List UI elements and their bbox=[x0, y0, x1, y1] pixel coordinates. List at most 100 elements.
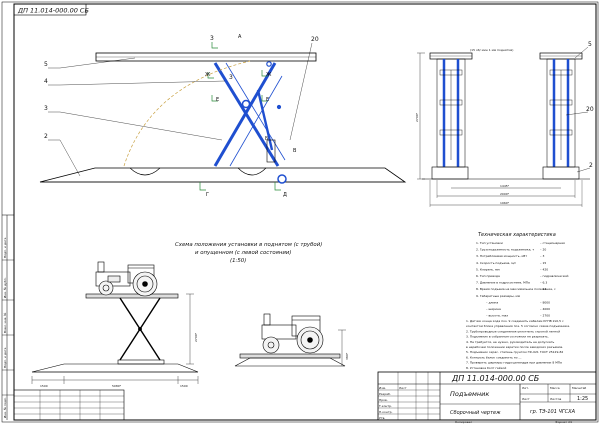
spec-value: – 4000 bbox=[540, 307, 550, 311]
callout-3: 3 bbox=[44, 105, 48, 112]
spec-label: – длина bbox=[486, 300, 498, 304]
tractor-lowered bbox=[234, 313, 346, 367]
tb-role-2: Пров. bbox=[379, 398, 388, 402]
side-height-dim: 2700* bbox=[415, 112, 419, 122]
scheme-base-left bbox=[31, 293, 199, 384]
section-mark-d: Д bbox=[283, 192, 287, 198]
section-mark-g: Г bbox=[206, 192, 209, 198]
section-mark-v: В bbox=[293, 148, 297, 154]
front-view-labels: 5 4 3 2 20 3 3 А Б В Г Д Е Ж Е Ж bbox=[44, 34, 319, 198]
spec-value: – 12 bbox=[540, 287, 546, 291]
sheet-frame bbox=[13, 3, 597, 421]
spec-label: 2. Грузоподъемность подъемника, т bbox=[476, 248, 534, 252]
note-line: 5. Подъемник окрас. степень грунтом ГФ-0… bbox=[466, 350, 563, 354]
margin-label: Взам. инв. № bbox=[3, 313, 7, 333]
note-line: 8. Установка болт гайкой bbox=[466, 366, 506, 370]
spec-value: – 8000 bbox=[540, 300, 550, 304]
callout-5: 5 bbox=[44, 61, 48, 68]
tb-role-4: Н.контр. bbox=[379, 410, 392, 414]
callout-3-mid: 3 bbox=[229, 74, 233, 81]
spec-label: – ширина bbox=[486, 307, 501, 311]
scale-header: Масштаб bbox=[572, 386, 586, 390]
tb-row-izm: Изм. bbox=[379, 386, 386, 390]
format-label: Формат А1 bbox=[555, 420, 572, 424]
tb-row-list: Лист bbox=[399, 386, 407, 390]
section-mark-e: Е bbox=[216, 97, 219, 103]
doc-type: Сборочный чертеж bbox=[450, 410, 501, 416]
scheme-dim-low: 380* bbox=[345, 352, 349, 360]
spec-label: 7. Давление в гидросистеме, МПа bbox=[476, 281, 530, 285]
callout-20: 20 bbox=[311, 36, 319, 43]
tractor-raised bbox=[85, 261, 179, 365]
tb-role-5: Утв. bbox=[379, 416, 385, 420]
side-dim-3: 1960* bbox=[500, 201, 510, 205]
note-line: контактом блока управления поз. 5 соглас… bbox=[466, 324, 570, 328]
scheme-title: Схема положения установки в поднятом (с … bbox=[175, 242, 322, 264]
title-code: ДП 11.014-000.00 СБ bbox=[451, 374, 540, 383]
side-view-labels: (15 об/ мин 1 мм поднятия) 2700* 1445* 2… bbox=[415, 41, 594, 205]
side-callout-2: 2 bbox=[589, 162, 593, 169]
spec-value: – 15 bbox=[540, 261, 546, 265]
notes-block: 1. Датчик конца хода поз. 9 соединить ка… bbox=[466, 319, 570, 370]
spec-label: – высота, max bbox=[486, 314, 508, 318]
mass-header: Масса bbox=[550, 386, 560, 390]
spec-value: – 2700 bbox=[540, 314, 550, 318]
spec-label: 1. Тип установки bbox=[476, 241, 503, 245]
tb-role-1: Разраб. bbox=[379, 392, 391, 396]
note-line: 7. Проверить шарниры гидроцилиндра при д… bbox=[466, 361, 562, 365]
title-block bbox=[13, 371, 597, 421]
side-view bbox=[417, 46, 591, 207]
spec-value: – гидравлический bbox=[540, 274, 568, 278]
callout-2: 2 bbox=[44, 133, 48, 140]
section-mark-a: А bbox=[238, 34, 242, 40]
side-callout-20: 20 bbox=[586, 106, 594, 113]
note-line: 1. Датчик конца хода поз. 9 соединить ка… bbox=[466, 319, 564, 323]
section-mark-zh: Ж bbox=[205, 72, 211, 78]
scale-value: 1:25 bbox=[577, 396, 588, 402]
note-line: 2. Трубопроводные соединения уплотнить с… bbox=[466, 329, 560, 333]
side-top-note: (15 об/ мин 1 мм поднятия) bbox=[470, 48, 513, 52]
scheme-title-line1: Схема положения установки в поднятом (с … bbox=[175, 242, 322, 248]
callout-4: 4 bbox=[44, 78, 48, 85]
margin-label: Подп. и дата bbox=[3, 237, 7, 258]
scheme-dim-1: 1500 bbox=[40, 384, 48, 388]
product-name: Подъемник bbox=[450, 390, 489, 398]
scheme-left-dims: 1500 5080* 1500 2700* bbox=[40, 332, 198, 388]
org-label: гр. ТЭ-101 ЧГСХА bbox=[530, 409, 576, 415]
spec-label: 3. Потребляемая мощность, кВт bbox=[476, 254, 527, 258]
spec-label: 9. Габаритные размеры, мм bbox=[476, 294, 520, 298]
scheme-dim-2: 5080* bbox=[112, 384, 122, 388]
front-view bbox=[39, 42, 407, 191]
spec-value: – стационарная bbox=[540, 241, 565, 245]
left-margin-strip: Подп. и дата Инв. № дубл. Взам. инв. № П… bbox=[2, 214, 14, 420]
spec-value: – 20 bbox=[540, 248, 546, 252]
top-stamp-code: ДП 11.014-000.00 СБ bbox=[17, 7, 89, 15]
side-callout-5: 5 bbox=[588, 41, 592, 48]
sheet-label: Лист bbox=[522, 397, 530, 401]
spec-label: 8. Время подъема на максимальное положен… bbox=[476, 287, 556, 291]
note-line: 3. Подъемник в собранном состоянии не ра… bbox=[466, 335, 549, 339]
copied-label: Копировал bbox=[455, 420, 472, 424]
scheme-dim-3: 1500 bbox=[180, 384, 188, 388]
spec-value: – 6.3 bbox=[540, 281, 547, 285]
scheme-title-line3: (1:50) bbox=[230, 258, 246, 264]
side-dim-2: 2000* bbox=[500, 192, 510, 196]
section-mark-e2: Е bbox=[266, 97, 269, 103]
tb-role-3: Т.контр. bbox=[378, 404, 392, 408]
scheme-dim-height: 2700* bbox=[194, 332, 198, 342]
spec-label: 4. Скорость подъема, м/с bbox=[476, 261, 517, 265]
callout-3-top: 3 bbox=[210, 35, 214, 42]
top-stamp: ДП 11.014-000.00 СБ bbox=[13, 3, 89, 16]
margin-label: Подп. и дата bbox=[3, 347, 7, 368]
title-block-text: ДП 11.014-000.00 СБ Подъемник Сборочный … bbox=[378, 374, 588, 424]
spec-value: – 420 bbox=[540, 267, 548, 271]
lit-header: Лит. bbox=[522, 386, 529, 390]
section-mark-zh2: Ж bbox=[266, 72, 272, 78]
note-line: 6. Контроль балок соединить по ... bbox=[466, 355, 521, 359]
margin-label: Инв. № подл. bbox=[3, 397, 7, 418]
spec-label: 6. Тип привода bbox=[476, 274, 500, 278]
side-dim-1: 1445* bbox=[500, 184, 510, 188]
scheme-title-line2: и опущенном (с левой состоянии) bbox=[195, 250, 292, 256]
specs-block: Техническая характеристика 1. Тип устано… bbox=[476, 232, 568, 318]
